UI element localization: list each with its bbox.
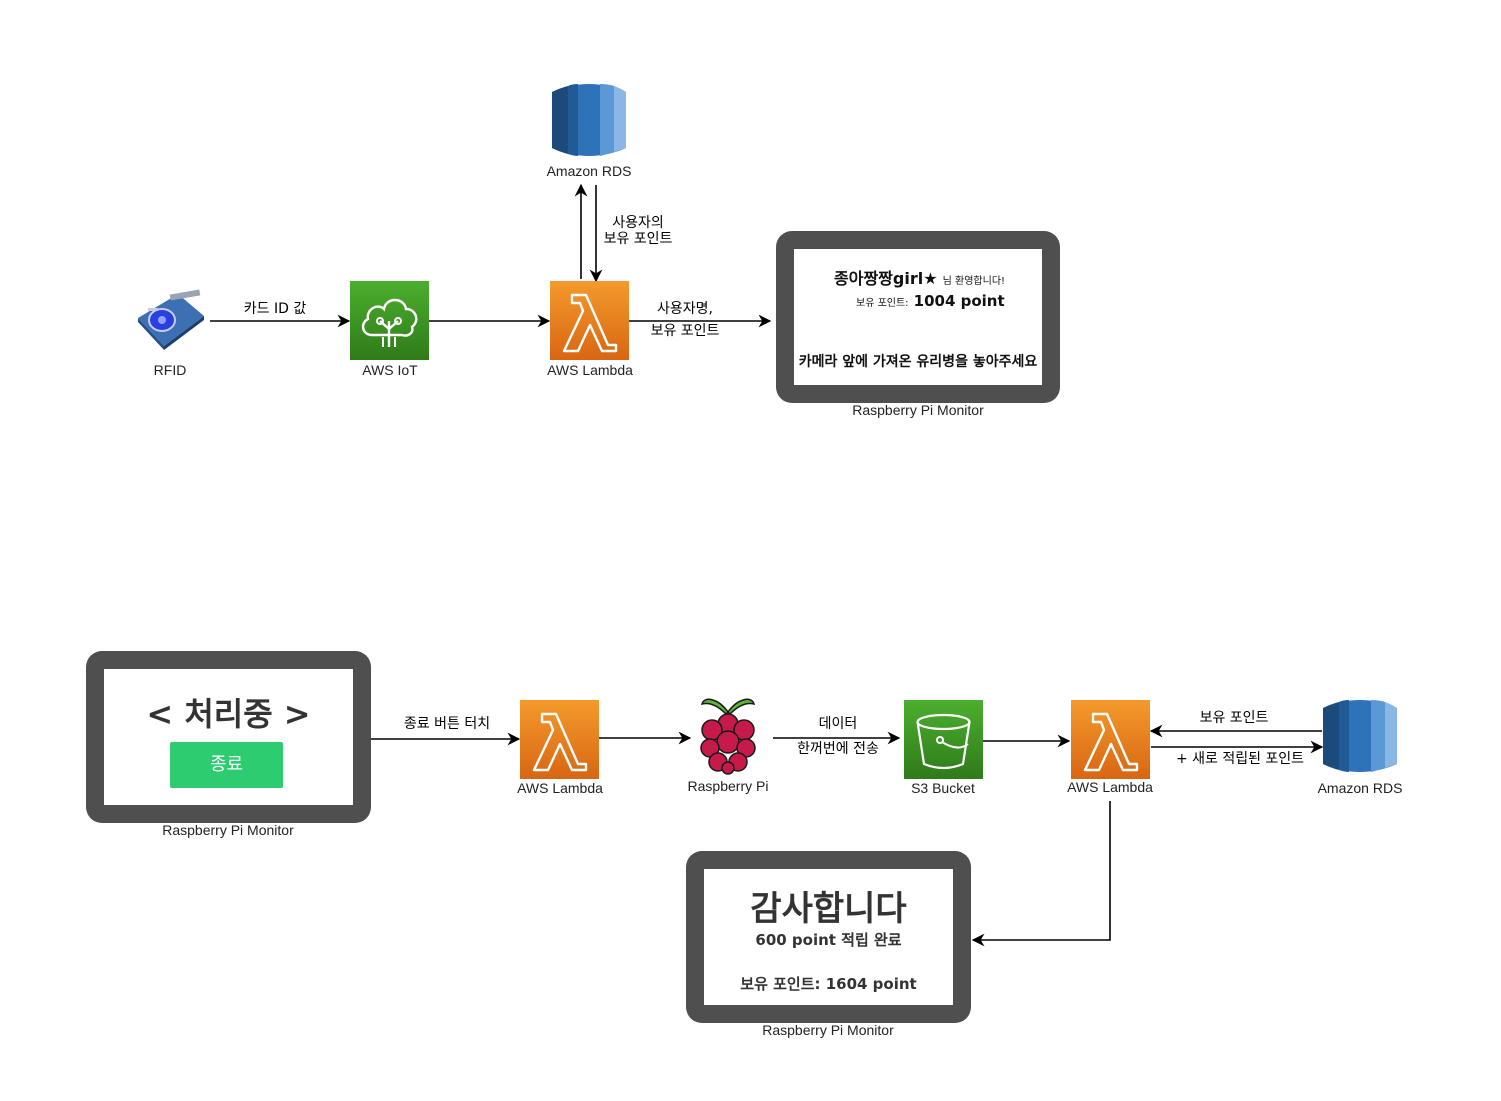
edge-label-data-1: 데이터 — [818, 716, 858, 732]
thanks-title: 감사합니다 — [750, 889, 907, 929]
edge-label-user-points-1: 사용자의 — [612, 215, 664, 231]
rds-top-label: Amazon RDS — [546, 163, 632, 179]
points-value: 1004 point — [913, 292, 1005, 310]
processing-title: < 처리중 > — [146, 695, 311, 733]
s3-bucket-label: S3 Bucket — [911, 780, 975, 796]
monitor-processing-label: Raspberry Pi Monitor — [162, 822, 294, 838]
edge-label-data-2: 한꺼번에 전송 — [797, 741, 879, 757]
lambda-bottom-2-node — [1071, 700, 1150, 779]
monitor-processing: < 처리중 > 종료 — [86, 651, 371, 823]
lambda-bottom-1-label: AWS Lambda — [517, 780, 603, 796]
edge-label-owned-points: 보유 포인트 — [1199, 710, 1269, 726]
lambda-icon — [1083, 712, 1139, 772]
aws-iot-node — [350, 281, 429, 360]
rfid-reader-icon — [138, 289, 204, 350]
edge-label-end-touch: 종료 버튼 터치 — [403, 716, 491, 732]
welcome-name: 종아짱짱girl★ — [834, 269, 938, 288]
bucket-icon — [916, 713, 971, 770]
monitor-top-label: Raspberry Pi Monitor — [852, 402, 984, 418]
edge-lambda2-to-monitor — [971, 801, 1111, 947]
points-line: 보유 포인트: 1004 point — [856, 291, 1056, 310]
edge-label-username-1: 사용자명, — [657, 301, 713, 317]
rds-bottom-label: Amazon RDS — [1317, 780, 1403, 796]
raspberry-pi-label: Raspberry Pi — [687, 778, 769, 794]
monitor-top: 종아짱짱girl★ 님 환영합니다! 보유 포인트: 1004 point 카메… — [776, 231, 1060, 403]
edge-label-new-points: + 새로 적립된 포인트 — [1175, 751, 1305, 767]
thanks-total: 보유 포인트: 1604 point — [740, 975, 917, 993]
lambda-top-node — [550, 281, 629, 360]
s3-bucket-node — [904, 700, 983, 779]
edge-label-username-2: 보유 포인트 — [650, 323, 720, 339]
thanks-earned: 600 point 적립 완료 — [755, 931, 902, 949]
end-button[interactable]: 종료 — [170, 742, 283, 788]
database-icon — [552, 84, 626, 156]
lambda-bottom-1-node — [520, 700, 599, 779]
lambda-top-label: AWS Lambda — [547, 362, 633, 378]
rfid-label: RFID — [153, 362, 187, 378]
database-icon — [1323, 700, 1397, 772]
rds-top-node — [552, 80, 626, 160]
monitor-thanks: 감사합니다 600 point 적립 완료 보유 포인트: 1604 point — [686, 851, 971, 1023]
edge-label-user-points-2: 보유 포인트 — [603, 231, 673, 247]
lambda-icon — [562, 293, 618, 353]
raspberry-pi-node — [694, 694, 762, 776]
edge-label-card-id: 카드 ID 값 — [243, 301, 307, 317]
instruction-text: 카메라 앞에 가져온 유리병을 놓아주세요 — [798, 354, 1038, 370]
lambda-icon — [532, 712, 588, 772]
rfid-node — [130, 288, 210, 356]
welcome-suffix: 님 환영합니다! — [942, 276, 1006, 287]
points-label: 보유 포인트: — [856, 298, 909, 309]
monitor-thanks-label: Raspberry Pi Monitor — [762, 1022, 894, 1038]
iot-cloud-icon — [361, 298, 418, 347]
lambda-bottom-2-label: AWS Lambda — [1067, 779, 1153, 795]
welcome-line: 종아짱짱girl★ 님 환영합니다! — [834, 265, 1054, 289]
aws-iot-label: AWS IoT — [362, 362, 418, 378]
raspberry-pi-icon — [700, 698, 756, 775]
rds-bottom-node — [1323, 696, 1397, 776]
